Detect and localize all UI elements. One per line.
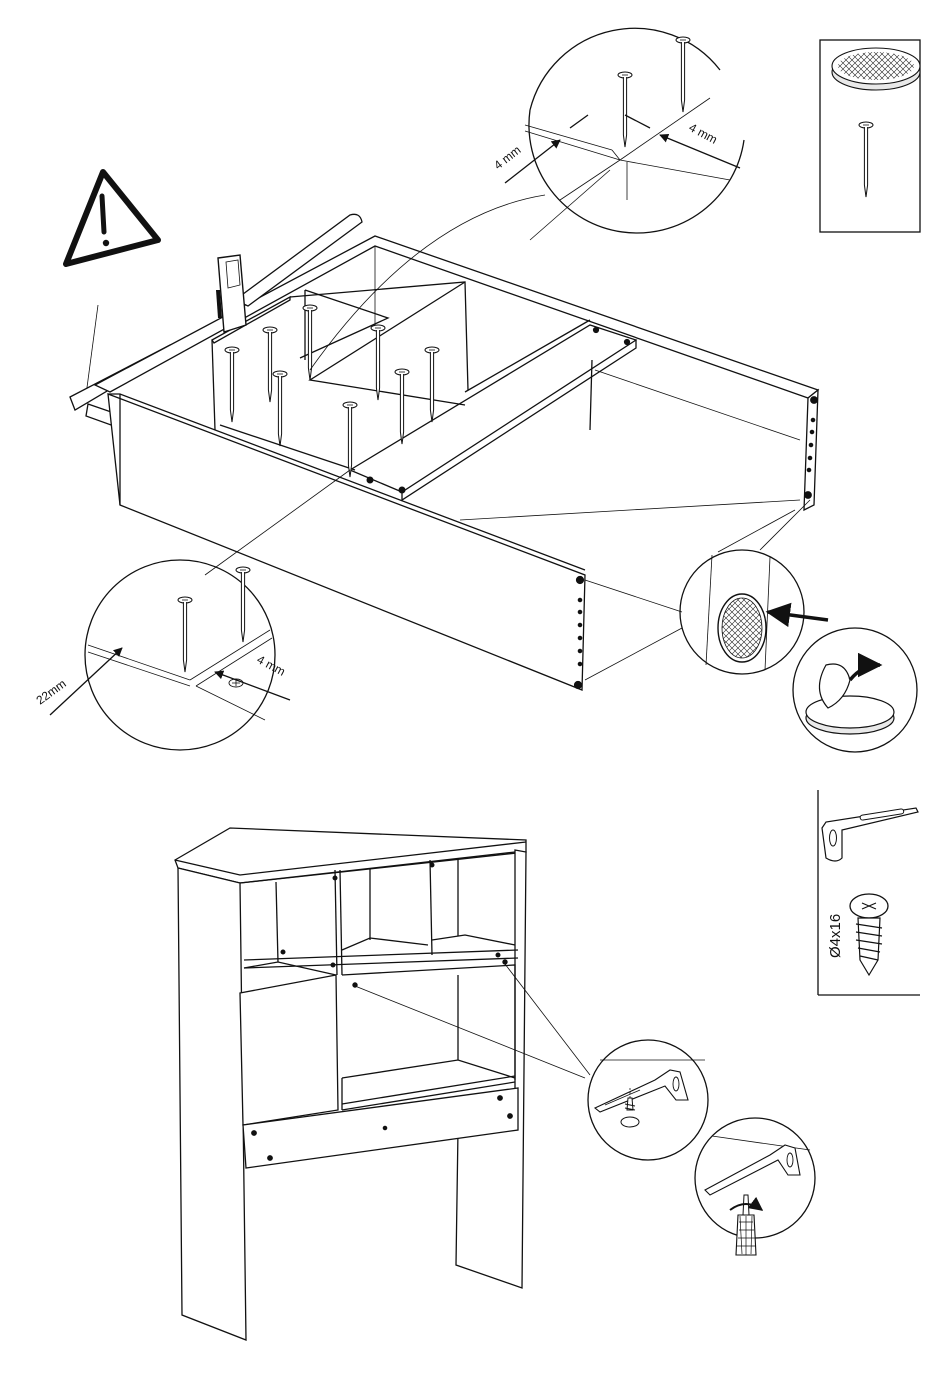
detail-circle-top-nailing: 4 mm 4 mm — [491, 28, 744, 240]
bracket-screwdriver-detail — [695, 1118, 815, 1255]
parts-box-nails-pads — [820, 40, 920, 232]
bed-frame-assembly — [70, 236, 818, 690]
felt-pad-peel-detail — [793, 628, 917, 752]
felt-pad-detail — [585, 500, 828, 680]
gap-label-top-right: 4 mm — [687, 120, 720, 146]
gap-label-bottom-right: 4 mm — [255, 652, 288, 678]
gap-label-top-left: 4 mm — [491, 143, 523, 173]
nail-icon — [859, 122, 873, 197]
screw-icon — [850, 894, 888, 975]
screwdriver-icon — [730, 1195, 762, 1255]
screw-size-label: Ø4x16 — [827, 914, 844, 958]
l-bracket-icon — [822, 808, 918, 861]
headboard-assembly — [175, 828, 526, 1340]
warning-leader-line — [86, 305, 98, 395]
detail-circle-bottom-nailing: 22mm 4 mm — [34, 560, 290, 750]
hammer-icon — [216, 214, 362, 332]
end-panel-holes — [574, 397, 817, 689]
felt-pad-icon — [832, 48, 920, 90]
warning-triangle-icon — [66, 172, 158, 264]
bracket-screw-detail — [588, 1040, 708, 1160]
parts-box-bracket-screw: Ø4x16 — [818, 790, 920, 995]
